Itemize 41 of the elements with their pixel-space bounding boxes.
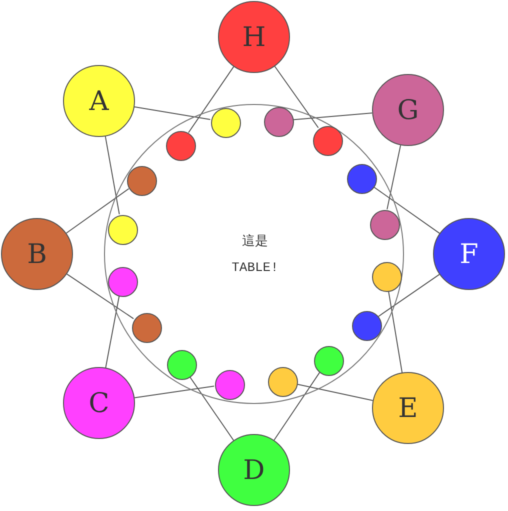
plate-circle [166,131,196,161]
connector-line [296,384,374,401]
plate-circle [108,215,138,245]
connector-line [134,106,211,120]
seat-circle: A [63,65,135,137]
seat-circle: F [433,218,505,290]
connector-line [274,372,320,441]
plate-circle [132,313,162,343]
table-label: 這是 TABLE! [230,233,280,277]
connector-line [104,136,120,215]
plate-circle [167,350,197,380]
connector-line [134,386,215,398]
plate-circle [372,262,402,292]
connector-line [66,188,130,234]
plate-circle [370,210,400,240]
plate-circle [108,267,138,297]
connector-line [105,295,120,368]
seat-circle: D [218,434,290,506]
plate-circle [127,166,157,196]
seat-circle: G [372,74,444,146]
plate-circle [347,164,377,194]
connector-line [372,186,440,234]
connector-line [378,274,440,317]
seat-circle: B [1,218,73,290]
connector-line [66,274,134,320]
connector-line [386,144,402,210]
connector-line [188,66,234,134]
connector-line [274,66,319,128]
plate-circle [264,107,294,137]
plate-circle [314,346,344,376]
plate-circle [352,311,382,341]
connector-line [292,112,373,120]
seat-circle: C [63,367,135,439]
plate-circle [313,126,343,156]
plate-circle [268,367,298,397]
connector-line [189,376,234,441]
seat-circle: H [218,1,290,73]
connector-line [388,290,403,373]
seat-circle: E [372,372,444,444]
plate-circle [211,108,241,138]
plate-circle [215,370,245,400]
